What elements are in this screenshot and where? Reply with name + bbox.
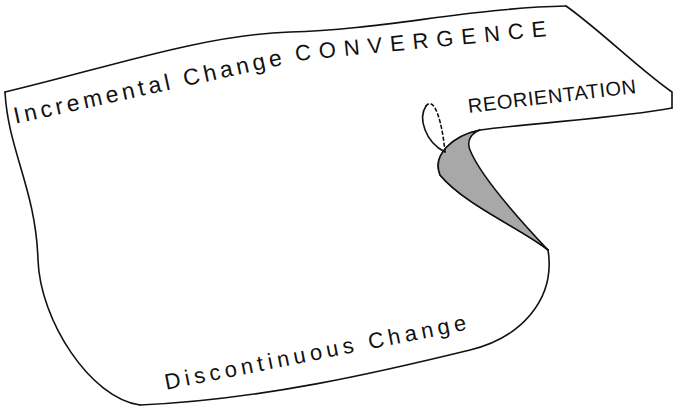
top-edge (5, 6, 566, 92)
state-label: REORIENTATION (467, 75, 638, 117)
left-edge (5, 92, 140, 405)
state-label: CONVERGENCE (294, 16, 555, 66)
axis-label: Discontinuous Change (163, 310, 473, 395)
fold-shade (438, 130, 548, 250)
fold-edge (438, 108, 672, 250)
axis-label: Incremental Change (11, 44, 288, 129)
fold-loop-hidden (426, 104, 445, 152)
lower-right-edge (140, 250, 549, 405)
